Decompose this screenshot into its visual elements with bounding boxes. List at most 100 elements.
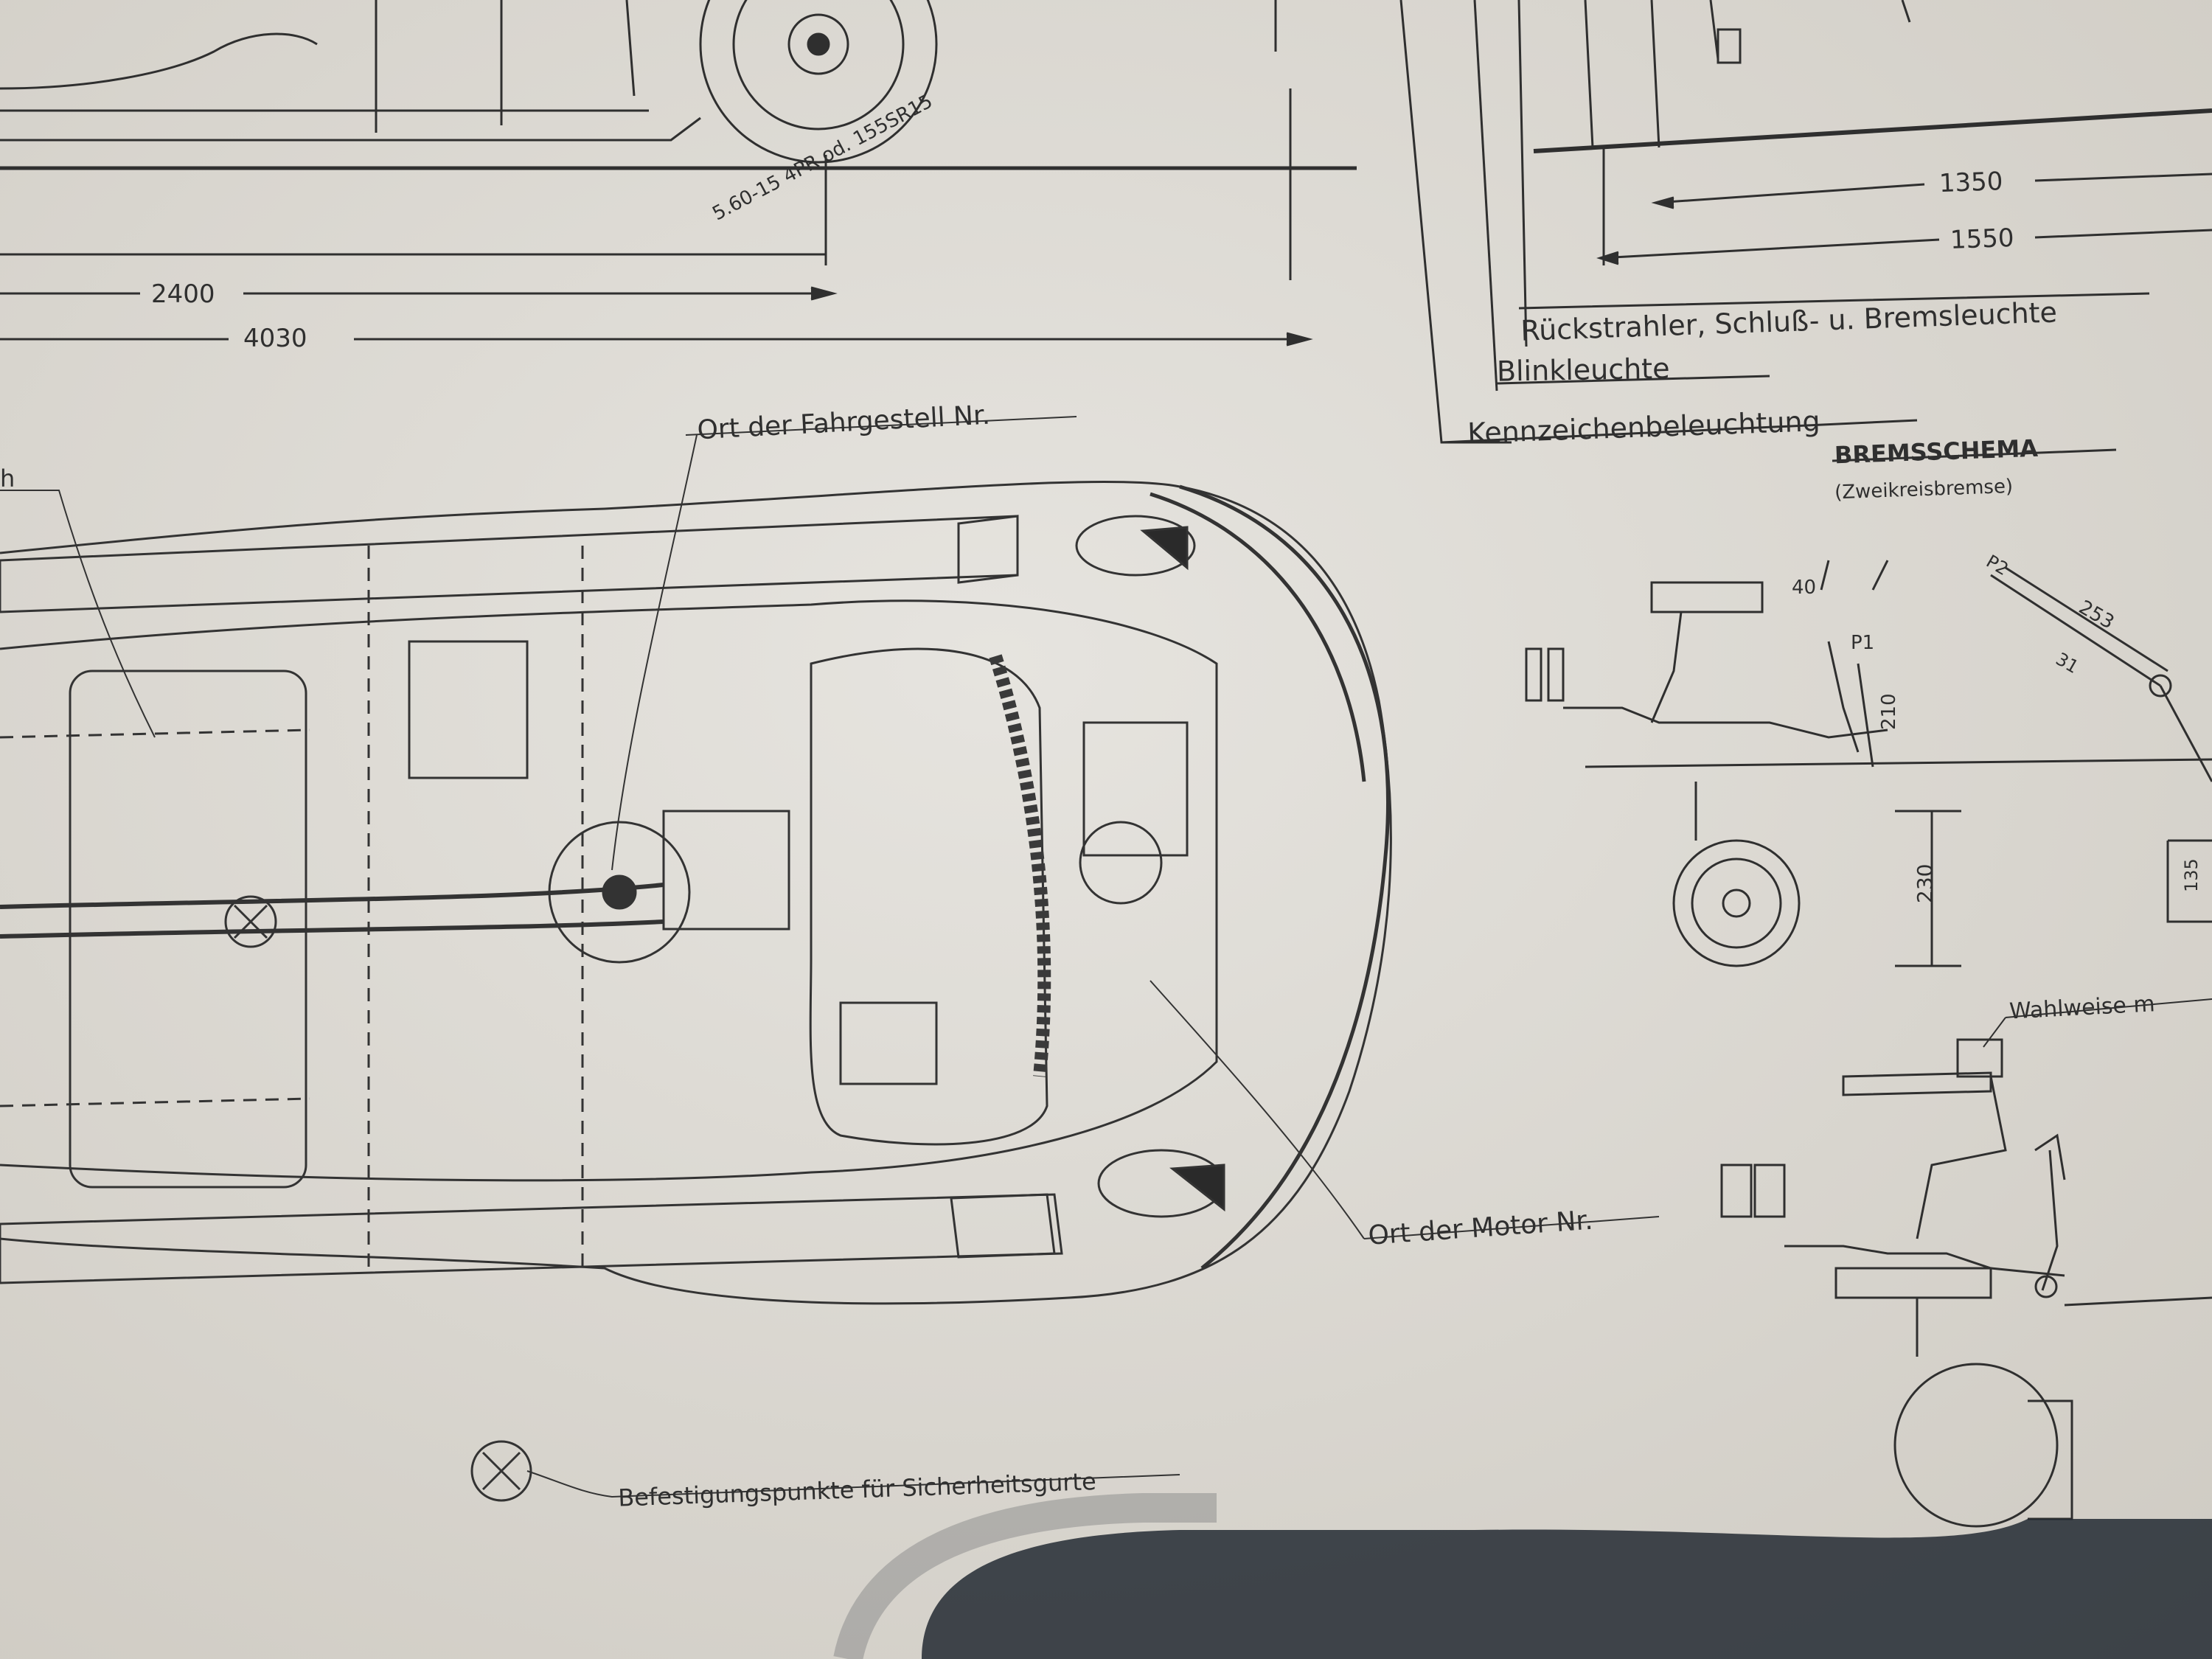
front-bumper [1179, 484, 1390, 1270]
headlight-top [1075, 515, 1196, 577]
side-view [0, 0, 1357, 347]
brake-drum-upper [1672, 839, 1801, 967]
left-callout-leader [0, 490, 156, 738]
dim-width: 1550 [1950, 223, 2014, 255]
engine-no-underline [1363, 1216, 1660, 1239]
option-leader [1983, 1017, 2006, 1048]
fuse-box [408, 640, 529, 779]
dim-135-lines [2166, 839, 2212, 923]
wheel-arch-top [957, 515, 1019, 584]
option-underline [2005, 998, 2212, 1018]
seatbelt-legend-leader [526, 1470, 1180, 1498]
rear-view [1399, 0, 2212, 444]
dim-230: 230 [1913, 864, 1937, 903]
brake-line-lower [1784, 1245, 2065, 1277]
camera-shadow [922, 1519, 2212, 1659]
brake-pedal-lower-pivot [2034, 1275, 2058, 1298]
body-outline [0, 480, 1392, 1305]
running-board-bottom [0, 1193, 1063, 1284]
headlight-bottom-lens [1169, 1164, 1225, 1212]
brake-fluid-reservoir-upper [1650, 581, 1764, 613]
seatbelt-anchor [224, 895, 277, 948]
side-view-dim-extension [0, 88, 1292, 280]
brake-lever-pivot [2149, 674, 2172, 698]
rear-view-dim-arrows [1596, 196, 1674, 265]
brake-disc-lower [1893, 1363, 2059, 1528]
chassis-no-underline [685, 416, 1077, 436]
headlight-top-lens [1140, 526, 1189, 571]
dim-210-line [1857, 663, 1874, 768]
rear-view-mid-frame [1473, 0, 1498, 392]
dim-230-lines [1895, 810, 1961, 967]
side-view-floor-line [0, 116, 701, 142]
brake-line-upper [1563, 706, 1888, 739]
steering-box [548, 821, 691, 964]
brake-lower-reference [2064, 1296, 2212, 1307]
brake-schema [1525, 448, 2212, 1528]
rear-view-callout-underlines [1441, 292, 2150, 444]
wheel-arch-bottom [950, 1193, 1056, 1259]
dim-210: 210 [1878, 693, 1900, 730]
brake-reservoir-lower [1956, 1038, 2003, 1078]
rear-view-ground-line [1533, 108, 2212, 153]
brake-master-cylinder-lower [1842, 1071, 1992, 1096]
chassis-no-leader [611, 434, 698, 871]
brake-linkage-upper [1650, 611, 1683, 723]
brake-booster-upper [1525, 647, 1565, 702]
seatbelt-anchor-cross [233, 904, 268, 939]
steering-hub [602, 874, 637, 910]
rear-view-dim-lines [1599, 183, 1940, 260]
side-view-dim-leaders [0, 292, 229, 341]
rear-view-light-block [1717, 28, 1742, 64]
dim-length: 4030 [243, 324, 307, 353]
brake-lever-tail [2159, 685, 2212, 782]
rear-seat-area [69, 669, 307, 1189]
brake-booster-lower [1720, 1164, 1753, 1218]
dim-p1: P1 [1851, 632, 1874, 654]
dim-40-marks [1820, 560, 1889, 591]
brake-rod-lower [1916, 1076, 2007, 1239]
side-view-frame-lines [375, 0, 503, 133]
dim-40: 40 [1792, 577, 1816, 599]
chassis-frame [0, 599, 1218, 1182]
shadow-penumbra [833, 1493, 1217, 1659]
front-beam-tube [1079, 821, 1163, 905]
rear-view-dim-leaders [2034, 173, 2212, 239]
front-fender-top [1150, 492, 1366, 782]
brake-drum-upper-hub [1722, 888, 1751, 918]
brake-pedal-lower-top [2034, 1133, 2066, 1180]
engine-no-leader [1150, 980, 1365, 1239]
brake-pedal-upper [1827, 641, 1860, 753]
dim-wheelbase: 2400 [151, 279, 215, 309]
side-view-wheel [699, 0, 938, 164]
rear-view-body-lines [1584, 0, 1911, 148]
brake-title-underline [1832, 448, 2117, 462]
side-view-lever [0, 32, 318, 90]
plan-view [0, 416, 1660, 1502]
brake-drum-upper-inner [1691, 858, 1782, 949]
dim-135: 135 [2181, 858, 2202, 892]
floor-dashed-lines [367, 546, 584, 1276]
brake-booster-lower-2 [1753, 1164, 1786, 1218]
left-partial-label: h [0, 465, 15, 493]
seat-dashed-lines [0, 728, 310, 1107]
front-suspension-block [1082, 721, 1189, 857]
callout-indicator: Blinkleuchte [1497, 352, 1670, 388]
spare-wheel-tread [989, 654, 1051, 1077]
seatbelt-legend-symbol [470, 1440, 532, 1502]
side-view-dim-lines [243, 292, 1309, 341]
dim-track: 1350 [1938, 167, 2003, 198]
tunnel-backbone-lower [0, 919, 664, 939]
master-cylinder-area [839, 1001, 938, 1085]
side-view-body-edge [625, 0, 1277, 97]
side-view-dim-arrows [810, 286, 1313, 347]
fuel-tank [809, 647, 1048, 1146]
brake-lever-upper-right [1990, 566, 2168, 687]
brake-valve-body-lower [1834, 1267, 1992, 1299]
rear-view-inner-frame [1517, 0, 1528, 347]
brake-reference-line [1585, 758, 2212, 768]
pedal-cluster [662, 810, 790, 931]
